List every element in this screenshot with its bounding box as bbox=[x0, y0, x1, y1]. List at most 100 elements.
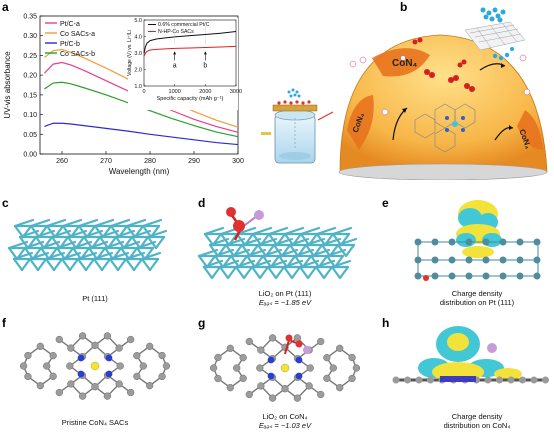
pt-bond bbox=[18, 229, 40, 239]
inset-x-tick-label: 3000 bbox=[230, 89, 242, 95]
charge-density-lobes bbox=[418, 326, 522, 382]
inset-legend-label: 0.6% commercial Pt/C bbox=[158, 22, 210, 28]
inset-y-tick-label: 2.0 bbox=[134, 68, 142, 74]
pt-bond bbox=[202, 259, 224, 269]
carbon-atom bbox=[91, 341, 99, 349]
inset-y-tick-label: 4.0 bbox=[134, 35, 142, 41]
pt-bond bbox=[92, 257, 104, 272]
carbon-atom bbox=[336, 344, 344, 352]
pt-bond bbox=[282, 259, 304, 269]
carbon-atom bbox=[257, 346, 265, 354]
carbon-atom bbox=[36, 382, 44, 390]
pt-bond bbox=[208, 237, 230, 247]
con4-molecule-icon bbox=[414, 103, 476, 153]
y-tick-label: 0.30 bbox=[23, 33, 37, 40]
pt-bond bbox=[132, 257, 144, 272]
annotation-arrowhead bbox=[203, 51, 207, 55]
carbon-atom bbox=[146, 382, 154, 390]
x-tick-label: 290 bbox=[188, 158, 200, 165]
inset-x-tick-label: 2000 bbox=[199, 89, 211, 95]
carbon-atom bbox=[158, 372, 166, 381]
pt-bond bbox=[146, 229, 168, 239]
pt-bond bbox=[84, 257, 96, 272]
carbon-atom bbox=[257, 382, 265, 390]
nitrogen-atom bbox=[77, 354, 85, 362]
pt-bond bbox=[125, 218, 147, 228]
pt-atom bbox=[499, 272, 507, 280]
charge-density-pt111 bbox=[414, 200, 541, 281]
pt-bond bbox=[250, 259, 272, 269]
pt-bond bbox=[218, 259, 240, 269]
pt-bond bbox=[148, 257, 160, 272]
caption-c: Pt (111) bbox=[82, 294, 108, 303]
cell-schematic bbox=[261, 88, 334, 164]
caption-e-line1: Charge density bbox=[451, 289, 503, 298]
x-tick-label: 280 bbox=[144, 158, 156, 165]
pt-atom bbox=[516, 238, 524, 246]
pt-bond bbox=[309, 248, 331, 258]
inset-series-line bbox=[143, 31, 237, 54]
pt-atom bbox=[516, 272, 524, 280]
cobalt-atom bbox=[90, 361, 100, 371]
carbon-atom bbox=[146, 342, 154, 350]
pt-bond bbox=[210, 265, 222, 280]
lio2-molecule-icon bbox=[226, 207, 264, 241]
pt-bond bbox=[256, 237, 278, 247]
pt-bond bbox=[7, 246, 19, 261]
x-tick-label: 260 bbox=[56, 158, 68, 165]
con4-label-top: CoN₄ bbox=[392, 58, 418, 69]
pt-bond bbox=[283, 226, 305, 236]
carbon-atom bbox=[214, 374, 222, 383]
pt-bond bbox=[306, 265, 318, 280]
pt-atom bbox=[465, 256, 473, 264]
cobalt-atom bbox=[280, 363, 290, 373]
panel-letter-c: c bbox=[2, 196, 9, 210]
pt-atom bbox=[516, 256, 524, 264]
caption-g-line1: LiO₂ on CoN₄ bbox=[262, 412, 308, 421]
pt-bond bbox=[235, 226, 257, 236]
pt-bond bbox=[258, 265, 270, 280]
pt-bond bbox=[29, 218, 51, 228]
pt-bond bbox=[20, 257, 32, 272]
pt-atom bbox=[414, 272, 422, 280]
series-line bbox=[44, 81, 239, 138]
carbon-atom bbox=[293, 394, 302, 402]
inset-y-tick-label: 5.0 bbox=[134, 18, 142, 24]
carbon-atom bbox=[245, 390, 253, 399]
pt-bond bbox=[44, 251, 66, 261]
pt-bond bbox=[338, 265, 350, 280]
carbon-atom bbox=[415, 376, 423, 384]
inset-y-tick-label: 1.0 bbox=[134, 84, 142, 90]
carbon-atom bbox=[24, 372, 32, 381]
pt-bond bbox=[267, 226, 289, 236]
y-tick-label: 0.35 bbox=[23, 14, 37, 21]
pt-bond bbox=[330, 259, 352, 269]
legend-label: Co SACs-a bbox=[60, 31, 95, 38]
pt-bond bbox=[288, 237, 310, 247]
pt-bond bbox=[299, 226, 321, 236]
pt-bond bbox=[92, 251, 114, 261]
pt-bond bbox=[240, 237, 262, 247]
pt-atom bbox=[465, 272, 473, 280]
pt-bond bbox=[13, 218, 35, 228]
pt-bond bbox=[66, 229, 88, 239]
pt-bond bbox=[124, 257, 136, 272]
lio2-on-con4-structure bbox=[209, 334, 361, 402]
graphene-sheet-icon bbox=[464, 21, 526, 51]
pt-bond bbox=[124, 251, 146, 261]
nitrogen-atom bbox=[267, 356, 275, 364]
carbon-atom bbox=[245, 337, 253, 346]
pt-bond bbox=[103, 240, 125, 250]
pt-bond bbox=[45, 218, 67, 228]
pristine-con4-structure bbox=[19, 332, 171, 400]
carbon-atom bbox=[305, 382, 313, 390]
carbon-atom bbox=[352, 364, 361, 372]
carbon-atom bbox=[36, 342, 44, 350]
pt-atom bbox=[414, 256, 422, 264]
carbon-atom bbox=[329, 364, 337, 372]
carbon-atom bbox=[67, 380, 75, 388]
pt-bond bbox=[108, 251, 130, 261]
pt-bond bbox=[293, 248, 315, 258]
nitrogen-atom bbox=[77, 370, 85, 378]
pt-bond bbox=[114, 229, 136, 239]
